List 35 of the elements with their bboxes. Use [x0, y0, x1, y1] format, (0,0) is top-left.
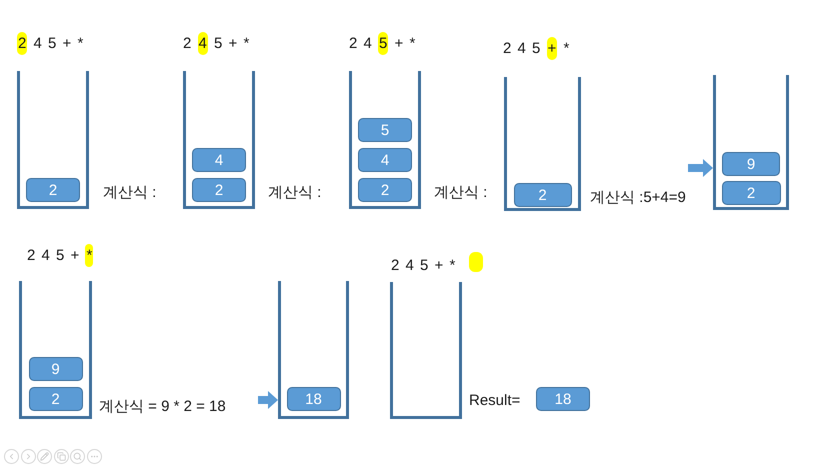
- calculation-note: 계산식 :: [268, 184, 322, 202]
- stack-item: 5: [358, 118, 412, 142]
- block-arrow: [258, 391, 278, 409]
- postfix-expression: 2 4 5 + *: [183, 35, 250, 53]
- stack-container: [349, 71, 421, 209]
- stack-container: [390, 282, 462, 419]
- stack-item: 2: [358, 178, 412, 202]
- calculation-note: 계산식 = 9 * 2 = 18: [99, 398, 226, 416]
- stack-container: [17, 71, 89, 209]
- stack-item: 18: [286, 387, 340, 411]
- calculation-note: 계산식 :: [103, 184, 156, 202]
- stack-item: 4: [358, 148, 412, 172]
- stack-container: [278, 281, 349, 419]
- stack-item: 2: [514, 183, 572, 207]
- stack-item: 2: [26, 178, 80, 202]
- stack-item: 2: [192, 178, 246, 202]
- stack-container: [713, 75, 789, 210]
- postfix-expression: 2 4 5 + *: [17, 35, 84, 53]
- calculation-note: 계산식 :5+4=9: [590, 189, 686, 207]
- stack-item: 4: [192, 148, 246, 172]
- result-value-box: 18: [536, 387, 590, 411]
- postfix-expression: 2 4 5 + *: [349, 35, 416, 53]
- stack-item: 9: [722, 152, 780, 176]
- calculation-note: 계산식 :: [434, 184, 488, 202]
- stack-container: [19, 281, 92, 419]
- stack-item: 2: [722, 181, 780, 205]
- calculation-note: Result=: [469, 392, 520, 410]
- stack-item: 9: [28, 357, 82, 381]
- stack-container: [504, 77, 581, 211]
- postfix-expression: 2 4 5 + *: [503, 40, 570, 58]
- block-arrow: [688, 159, 713, 177]
- stack-item: 2: [28, 387, 82, 411]
- postfix-expression: 2 4 5 + *: [27, 247, 94, 265]
- stack-container: [183, 71, 255, 209]
- postfix-expression: 2 4 5 + *: [391, 257, 456, 275]
